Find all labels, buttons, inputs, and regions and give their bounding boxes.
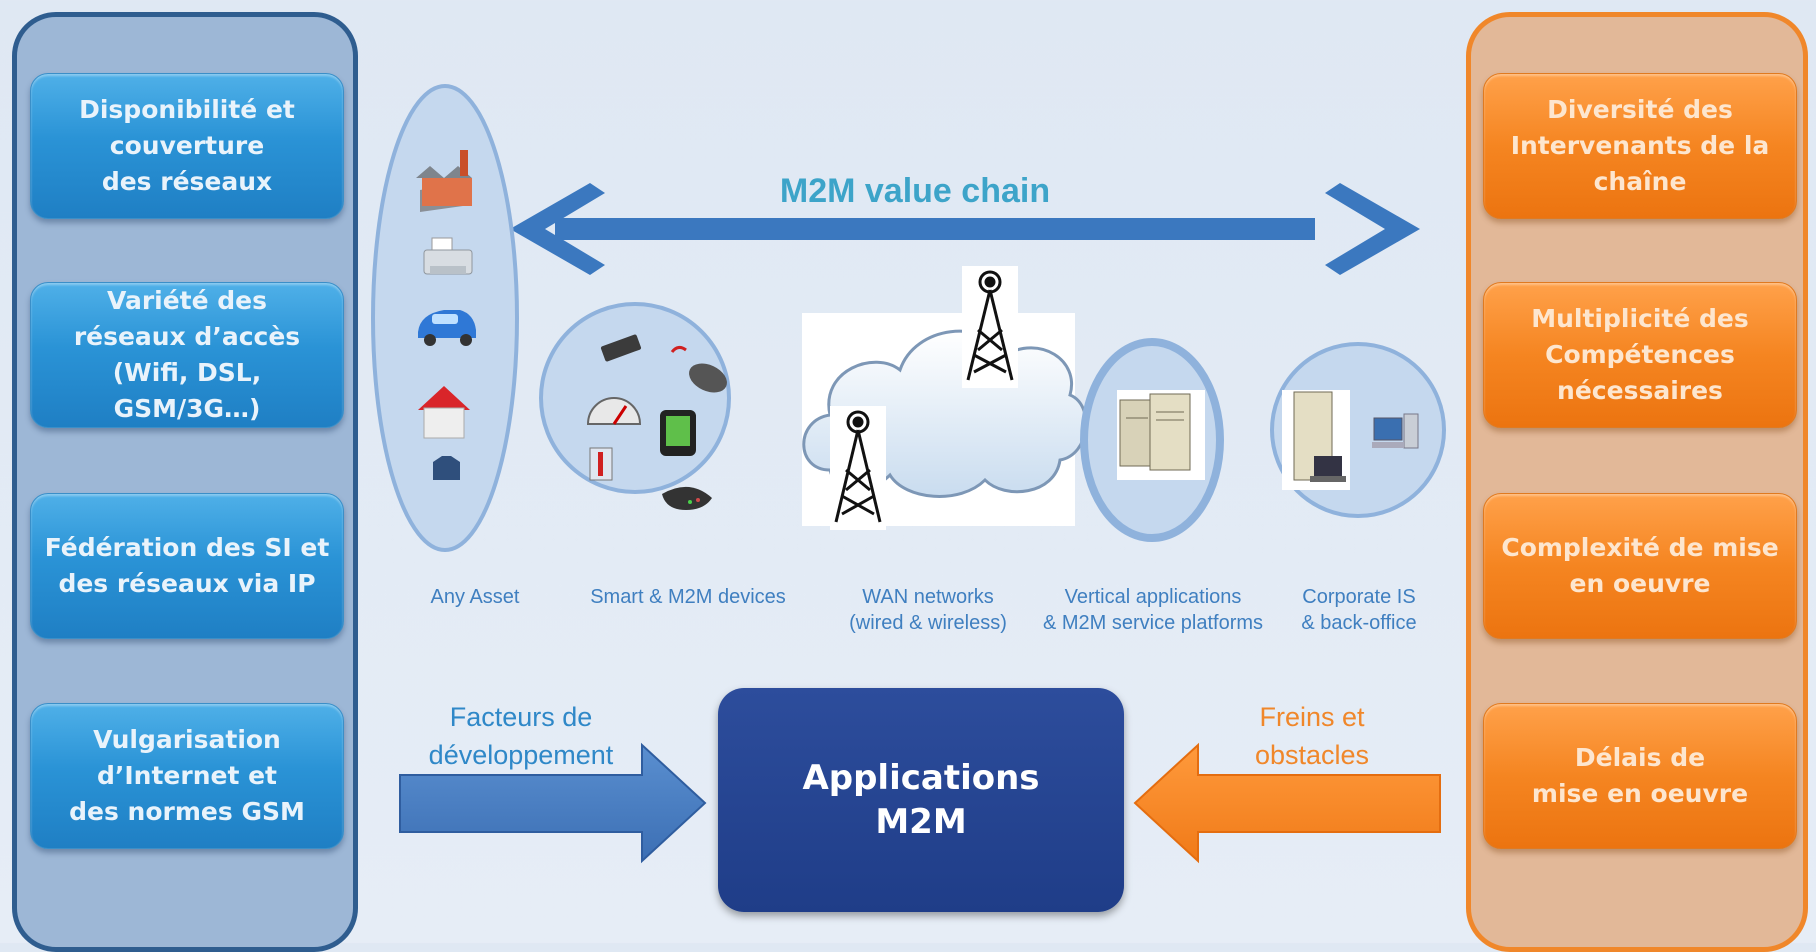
- workstation-icon: [1282, 390, 1350, 490]
- printer-icon: [423, 237, 473, 275]
- thermometer-icon: [589, 447, 613, 481]
- obstacle-box-3: Complexité de mise en oeuvre: [1483, 493, 1797, 639]
- mouse-icon: [670, 345, 727, 393]
- building-icon: [433, 456, 460, 480]
- stage-label-wan: WAN networks (wired & wireless): [849, 586, 1007, 634]
- stage-label-devices: Smart & M2M devices: [590, 586, 786, 608]
- obstacle-box-2: Multiplicité des Compétences nécessaires: [1483, 282, 1797, 428]
- stage-label-vertical-apps: Vertical applications & M2M service plat…: [1042, 586, 1264, 634]
- value-chain-title: M2M value chain: [779, 172, 1051, 210]
- factory-icon: [416, 150, 472, 212]
- development-arrow: [399, 742, 707, 864]
- antenna-tower-1: [962, 266, 1018, 388]
- factor-box-1: Disponibilité et couverture des réseaux: [30, 73, 344, 219]
- modem-icon: [662, 486, 712, 510]
- gauge-icon: [586, 397, 642, 425]
- value-chain-arrow: [510, 183, 1420, 275]
- antenna-tower-2: [830, 406, 886, 530]
- server-icon: [1117, 390, 1205, 480]
- car-icon: [418, 310, 476, 346]
- development-factors-label: Facteurs de développement: [428, 702, 614, 770]
- desktop-computer-icon: [1372, 413, 1419, 449]
- pda-icon: [660, 410, 696, 456]
- factor-box-4: Vulgarisation d’Internet et des normes G…: [30, 703, 344, 849]
- factor-box-3: Fédération des SI et des réseaux via IP: [30, 493, 344, 639]
- obstacle-box-1: Diversité des Intervenants de la chaîne: [1483, 73, 1797, 219]
- obstacle-box-4: Délais de mise en oeuvre: [1483, 703, 1797, 849]
- obstacles-arrow: [1133, 742, 1441, 864]
- house-icon: [418, 386, 470, 439]
- stage-label-corporate: Corporate IS & back-office: [1301, 586, 1417, 634]
- chip-icon: [600, 334, 642, 362]
- applications-m2m-box: Applications M2M: [718, 688, 1124, 912]
- stage-label-any-asset: Any Asset: [430, 586, 520, 608]
- devices-circle: [539, 302, 731, 494]
- obstacles-label: Freins et obstacles: [1254, 702, 1370, 770]
- factor-box-2: Variété des réseaux d’accès (Wifi, DSL, …: [30, 282, 344, 428]
